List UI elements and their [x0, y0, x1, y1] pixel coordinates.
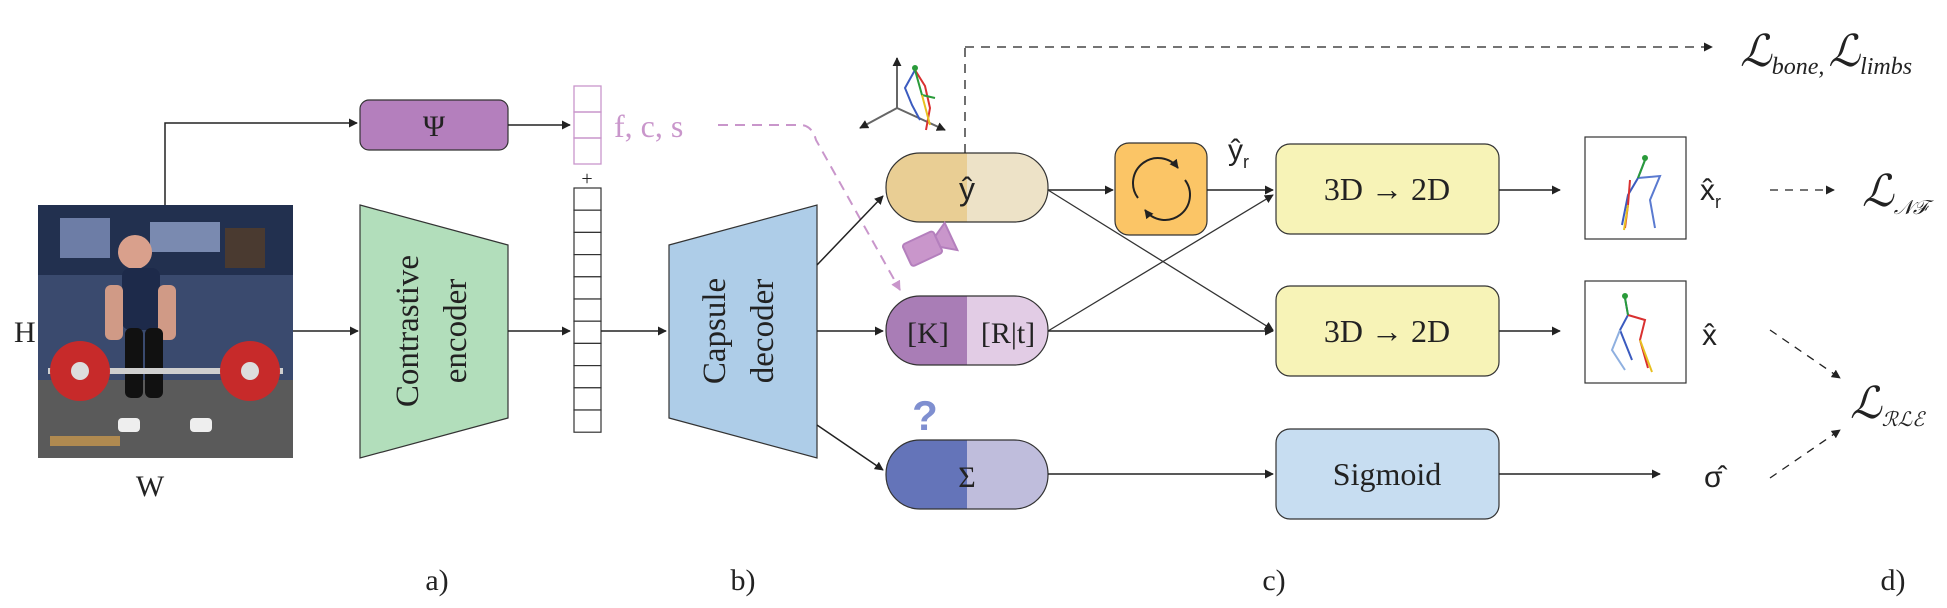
projection-bottom-label: 3D → 2D: [1324, 313, 1450, 349]
panel-label-d: d): [1881, 564, 1906, 597]
arrow-decoder-to-y: [816, 195, 884, 266]
embedding-vector: [573, 187, 602, 433]
y-hat-r-label: ŷr: [1228, 134, 1249, 172]
nf-loss-label: ℒ𝒩ℱ: [1862, 167, 1934, 219]
y-hat-pill: [885, 152, 1049, 223]
psi-label: Ψ: [423, 110, 446, 143]
dashed-arrow-x-to-rle-loss: [1769, 329, 1841, 379]
height-label: H: [14, 316, 36, 349]
pose-skeleton-icon: [1610, 293, 1653, 373]
embedding-cell: [573, 231, 602, 256]
embedding-cell: [573, 387, 602, 411]
camera-params-pill: [885, 295, 1049, 366]
sigma-label: Σ: [958, 461, 975, 494]
embedding-cell: [573, 254, 602, 278]
question-mark-icon: ?: [912, 392, 938, 439]
dashed-arrow-to-camera: [718, 124, 901, 291]
projection-top-label: 3D → 2D: [1324, 171, 1450, 207]
camera-icon: [901, 220, 960, 267]
embedding-cell: [573, 320, 602, 345]
rotation-box: [1114, 142, 1208, 236]
panel-label-c: c): [1262, 564, 1285, 597]
sigma-hat-label: σ̂: [1704, 461, 1728, 494]
embedding-cell: [573, 365, 602, 389]
arrow-image-to-psi: [164, 118, 358, 205]
embedding-cell: [573, 298, 602, 322]
arrow-decoder-to-sigma: [816, 424, 884, 471]
sigmoid-label: Sigmoid: [1333, 456, 1441, 492]
dashed-arrow-sigma-to-rle-loss: [1769, 429, 1841, 479]
width-label: W: [136, 470, 165, 503]
decoder-label-line1: Capsule: [697, 278, 733, 384]
embedding-cell: [573, 276, 602, 300]
contrastive-encoder: [359, 204, 509, 459]
x-hat-r-label: x̂r: [1700, 174, 1721, 212]
weightlifter-photo: [48, 235, 283, 446]
decoder-label-line2: decoder: [745, 279, 781, 383]
pose-skeleton-icon: [903, 65, 936, 131]
embedding-cell: [573, 409, 602, 433]
rt-label: [R|t]: [981, 317, 1035, 350]
arrow-y-to-proj-bottom: [1047, 189, 1274, 331]
embedding-cell: [573, 187, 602, 211]
embedding-cell: [573, 209, 602, 233]
coordinate-axes-icon: [859, 57, 946, 131]
y-hat-label: ŷ: [959, 171, 975, 207]
pose-thumbnail-top: [1584, 136, 1687, 240]
projection-box-top: [1275, 143, 1500, 235]
rle-loss-label: ℒℛℒℰ: [1850, 379, 1926, 431]
bone-limbs-loss-label: ℒbone,ℒlimbs: [1740, 27, 1912, 80]
plus-sign: +: [581, 168, 592, 190]
fcs-label: f, c, s: [614, 108, 683, 144]
input-image: [38, 205, 293, 458]
rotate-arrows-icon: [1132, 157, 1191, 221]
panel-label-a: a): [425, 564, 448, 597]
embedding-cell: [573, 342, 602, 367]
k-label: [K]: [907, 317, 949, 350]
x-hat-label: x̂: [1702, 319, 1717, 352]
encoder-label-line1: Contrastive: [390, 255, 426, 407]
sigma-pill: [885, 439, 1049, 510]
latent-params-vector: [573, 85, 602, 165]
encoder-label-line2: encoder: [438, 279, 474, 383]
capsule-decoder: [668, 204, 818, 459]
arrow-camera-to-proj-top: [1047, 194, 1274, 332]
panel-label-b: b): [731, 564, 756, 597]
pose-skeleton-icon: [1621, 155, 1662, 231]
pose-thumbnail-bottom: [1584, 280, 1687, 384]
